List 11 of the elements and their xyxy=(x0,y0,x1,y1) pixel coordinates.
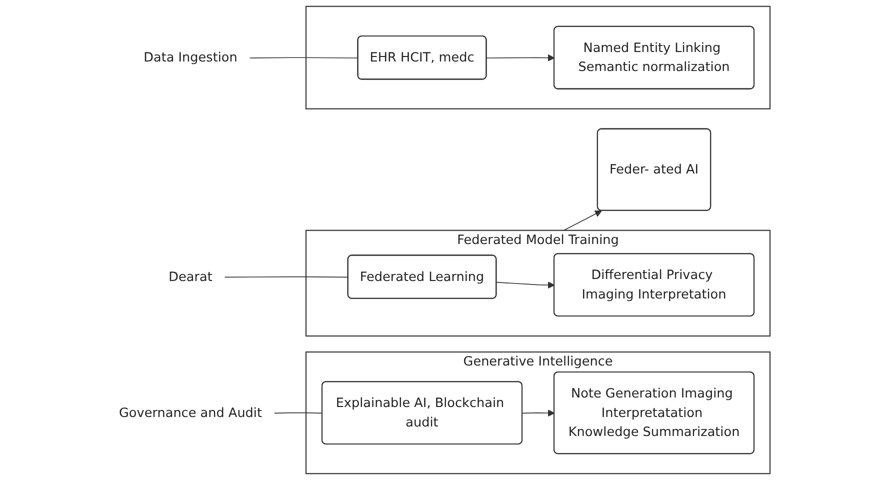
node-text: Governance and Audit xyxy=(118,404,262,420)
arrow xyxy=(486,54,555,62)
node-text: Dearat xyxy=(168,268,212,284)
connector xyxy=(249,57,359,58)
connector xyxy=(224,276,349,278)
connector xyxy=(274,412,323,414)
node-text: Data Ingestion xyxy=(144,50,238,65)
cluster xyxy=(305,6,771,110)
arrow xyxy=(522,410,555,417)
arrow xyxy=(496,282,555,289)
arrow xyxy=(563,210,602,231)
